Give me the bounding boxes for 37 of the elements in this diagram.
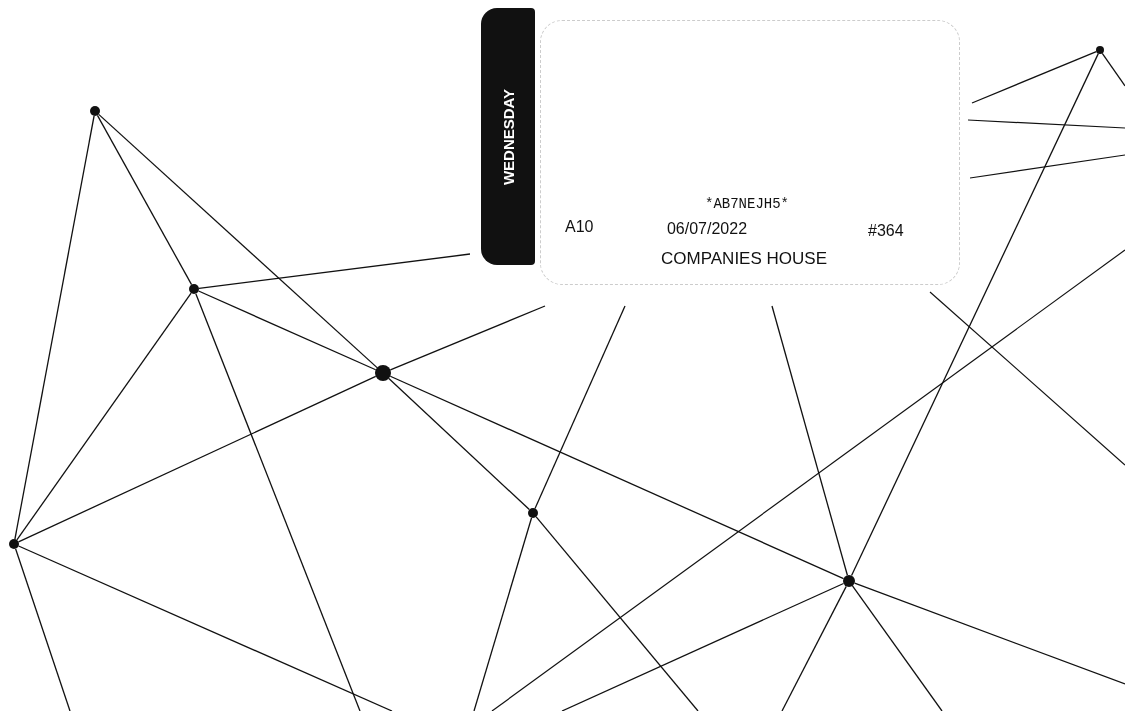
connector-line: [971, 50, 1097, 104]
code-text: A10: [565, 218, 594, 236]
date-text: 06/07/2022: [666, 220, 748, 238]
reference-code: *AB7NEJH5*: [705, 196, 789, 212]
network-dot: [9, 539, 19, 549]
office-name: COMPANIES HOUSE: [661, 249, 827, 269]
network-dot: [375, 365, 391, 381]
connector-line: [535, 516, 699, 711]
network-dot: [189, 284, 199, 294]
connector-line: [96, 114, 193, 286]
connector-line: [781, 585, 847, 711]
connector-line: [198, 253, 471, 289]
number-text: #364: [868, 222, 904, 240]
connector-line: [17, 545, 393, 711]
connector-line: [1101, 52, 1125, 87]
connector-line: [17, 375, 377, 543]
connector-line: [389, 305, 546, 371]
connector-line: [851, 585, 943, 711]
connector-line: [197, 290, 377, 371]
connector-line: [473, 517, 533, 711]
connector-line: [850, 52, 1099, 577]
connector-line: [534, 305, 626, 510]
connector-line: [853, 582, 1125, 685]
network-dot: [843, 575, 855, 587]
connector-line: [195, 293, 361, 711]
connector-line: [389, 375, 845, 580]
connector-line: [16, 292, 192, 541]
network-dot: [1096, 46, 1104, 54]
connector-line: [561, 582, 845, 711]
connector-line: [771, 305, 849, 576]
network-dot: [528, 508, 538, 518]
day-text: WEDNESDAY: [499, 88, 517, 186]
connector-line: [98, 113, 378, 369]
connector-line: [14, 548, 71, 711]
network-dot: [90, 106, 100, 116]
connector-line: [388, 377, 530, 511]
connector-line: [14, 115, 95, 540]
